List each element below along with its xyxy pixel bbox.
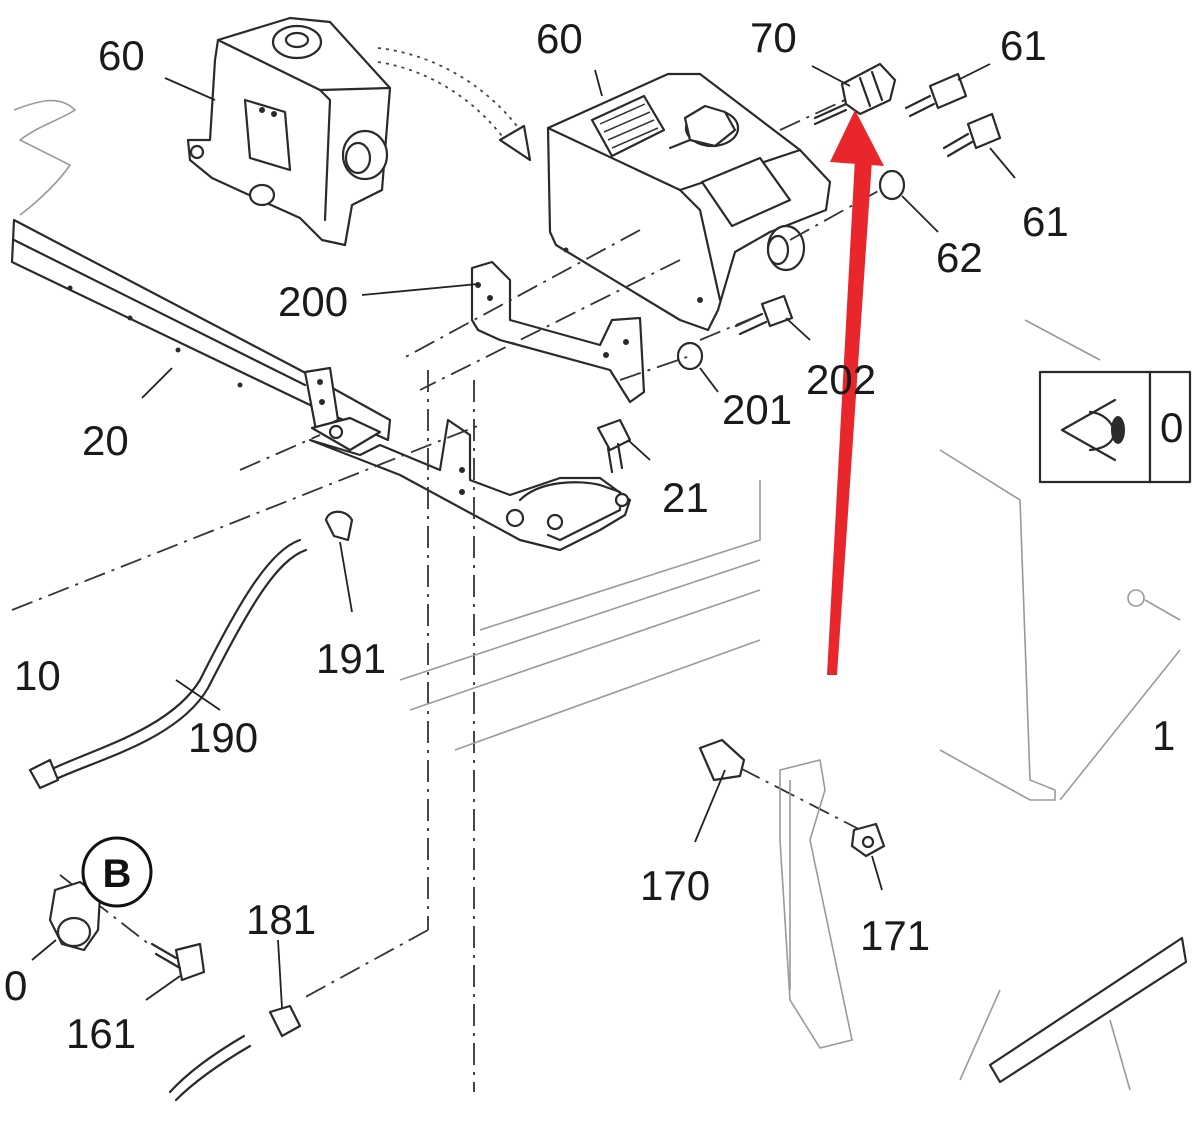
bracket-200 [470, 260, 646, 404]
clip-181 [168, 1004, 302, 1102]
label-62: 62 [936, 234, 983, 281]
screw-202 [734, 294, 794, 336]
washer-62 [878, 169, 906, 201]
label-170: 170 [640, 862, 710, 909]
label-61-lower: 61 [1022, 198, 1069, 245]
label-201: 201 [722, 386, 792, 433]
clamp-bottom-left [48, 880, 102, 952]
hose-190 [28, 538, 308, 790]
transfer-arrow [377, 47, 532, 162]
label-1-right: 1 [1152, 712, 1175, 759]
label-200: 200 [278, 278, 348, 325]
label-191: 191 [316, 635, 386, 682]
label-10: 10 [14, 652, 61, 699]
label-0-box: 0 [1160, 404, 1183, 451]
label-60-main: 60 [536, 15, 583, 62]
screw-61-upper [904, 72, 968, 118]
label-181: 181 [246, 896, 316, 943]
label-0-left: 0 [4, 962, 27, 1009]
label-70: 70 [750, 14, 797, 61]
valve-bracket [779, 759, 853, 1049]
clip-191 [324, 510, 354, 542]
assembly-lines [11, 99, 881, 1092]
nut-171 [850, 822, 886, 858]
screw-61-lower [942, 112, 1002, 158]
background-panel [399, 319, 1181, 801]
label-161: 161 [66, 1010, 136, 1057]
label-61-upper: 61 [1000, 22, 1047, 69]
callout-b-letter: B [103, 852, 132, 896]
label-21: 21 [662, 474, 709, 521]
label-20: 20 [82, 417, 129, 464]
callout-b: B [81, 836, 153, 908]
bolt-21 [596, 418, 632, 474]
label-60-left: 60 [98, 32, 145, 79]
label-171: 171 [860, 912, 930, 959]
highlight-arrow [827, 110, 884, 675]
rail-20 [10, 218, 392, 452]
rod-bottom-right [959, 936, 1188, 1091]
tank-60-main [546, 72, 832, 332]
leader-lines [31, 63, 1016, 1009]
washer-201 [676, 341, 704, 371]
label-190: 190 [188, 714, 258, 761]
view-direction-box [1038, 370, 1192, 484]
fitting-170 [698, 738, 746, 782]
part-labels: 60 60 70 61 61 62 200 202 201 20 21 191 … [4, 14, 1183, 1057]
mount-plate [308, 418, 632, 552]
label-202: 202 [806, 356, 876, 403]
sensor-70 [813, 62, 897, 126]
tank-60-secondary [186, 16, 392, 247]
screw-161 [150, 942, 206, 982]
background-outline [13, 99, 77, 216]
